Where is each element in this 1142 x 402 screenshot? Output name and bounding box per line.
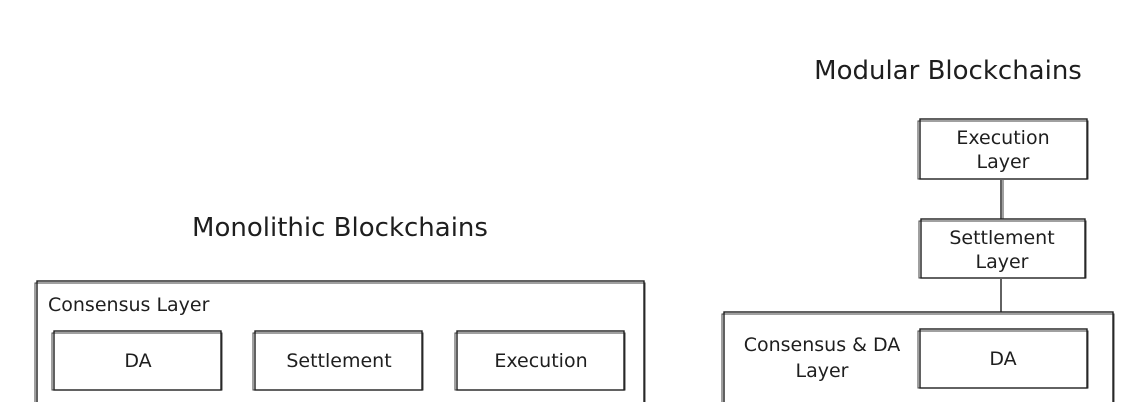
monolithic-title: Monolithic Blockchains bbox=[192, 213, 488, 243]
modular-execution-label-line2: Layer bbox=[977, 151, 1030, 173]
modular-da-label: DA bbox=[989, 348, 1016, 370]
monolithic-consensus-layer-box bbox=[34, 280, 646, 402]
monolithic-consensus-layer-label: Consensus Layer bbox=[48, 294, 210, 316]
modular-execution-label-line1: Execution bbox=[956, 127, 1049, 149]
monolithic-settlement-label: Settlement bbox=[286, 350, 391, 372]
monolithic-execution-label: Execution bbox=[494, 350, 587, 372]
modular-title: Modular Blockchains bbox=[814, 56, 1082, 86]
monolithic-section: Monolithic Blockchains Consensus Layer D… bbox=[34, 213, 646, 402]
monolithic-settlement-box bbox=[252, 330, 424, 391]
monolithic-execution-box bbox=[454, 330, 626, 391]
modular-execution-box bbox=[917, 118, 1089, 180]
modular-consensus-da-box bbox=[721, 311, 1115, 402]
modular-da-box bbox=[917, 328, 1089, 389]
monolithic-da-box bbox=[51, 330, 223, 391]
monolithic-da-label: DA bbox=[124, 350, 151, 372]
modular-settlement-label-line2: Layer bbox=[976, 251, 1029, 273]
modular-settlement-box bbox=[918, 218, 1087, 279]
modular-section: Modular Blockchains Execution Layer Sett… bbox=[721, 56, 1115, 402]
modular-consensus-label-line2: Layer bbox=[796, 360, 849, 382]
modular-consensus-label-line1: Consensus & DA bbox=[744, 334, 901, 356]
modular-settlement-label-line1: Settlement bbox=[949, 227, 1054, 249]
